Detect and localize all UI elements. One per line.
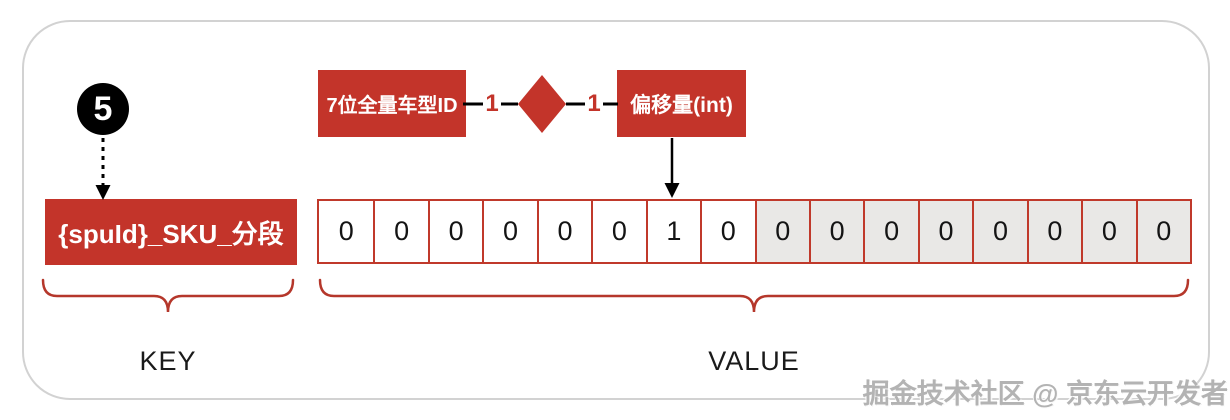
bit-cell: 0 [863,201,918,262]
bit-cell: 0 [917,201,973,262]
bit-cell: 0 [808,201,864,262]
vehicle-model-id-box: 7位全量车型ID [318,70,466,137]
bit-cell: 0 [373,201,428,262]
bit-cell: 0 [319,201,374,262]
key-box: {spuId}_SKU_分段 [45,199,297,265]
offset-int-box: 偏移量(int) [617,70,746,137]
cardinality-left: 1 [485,90,499,117]
bit-cell: 0 [427,201,483,262]
bit-cell: 0 [1026,201,1082,262]
bit-cell: 0 [482,201,537,262]
cardinality-right: 1 [587,90,601,117]
bit-array: 0 0 0 0 0 0 1 0 0 0 0 0 0 0 0 0 [317,199,1192,264]
key-label: KEY [139,346,197,376]
bit-cell: 0 [1081,201,1136,262]
bit-cell: 0 [536,201,592,262]
bit-cell: 0 [754,201,809,262]
value-label: VALUE [708,346,800,376]
bit-cell: 0 [1135,201,1190,262]
bit-cell: 0 [591,201,646,262]
bit-cell-set: 1 [645,201,701,262]
step-badge: 5 [77,83,129,135]
bit-cell: 0 [700,201,755,262]
bit-cell: 0 [972,201,1027,262]
watermark: 掘金技术社区 @ 京东云开发者 [862,379,1228,409]
